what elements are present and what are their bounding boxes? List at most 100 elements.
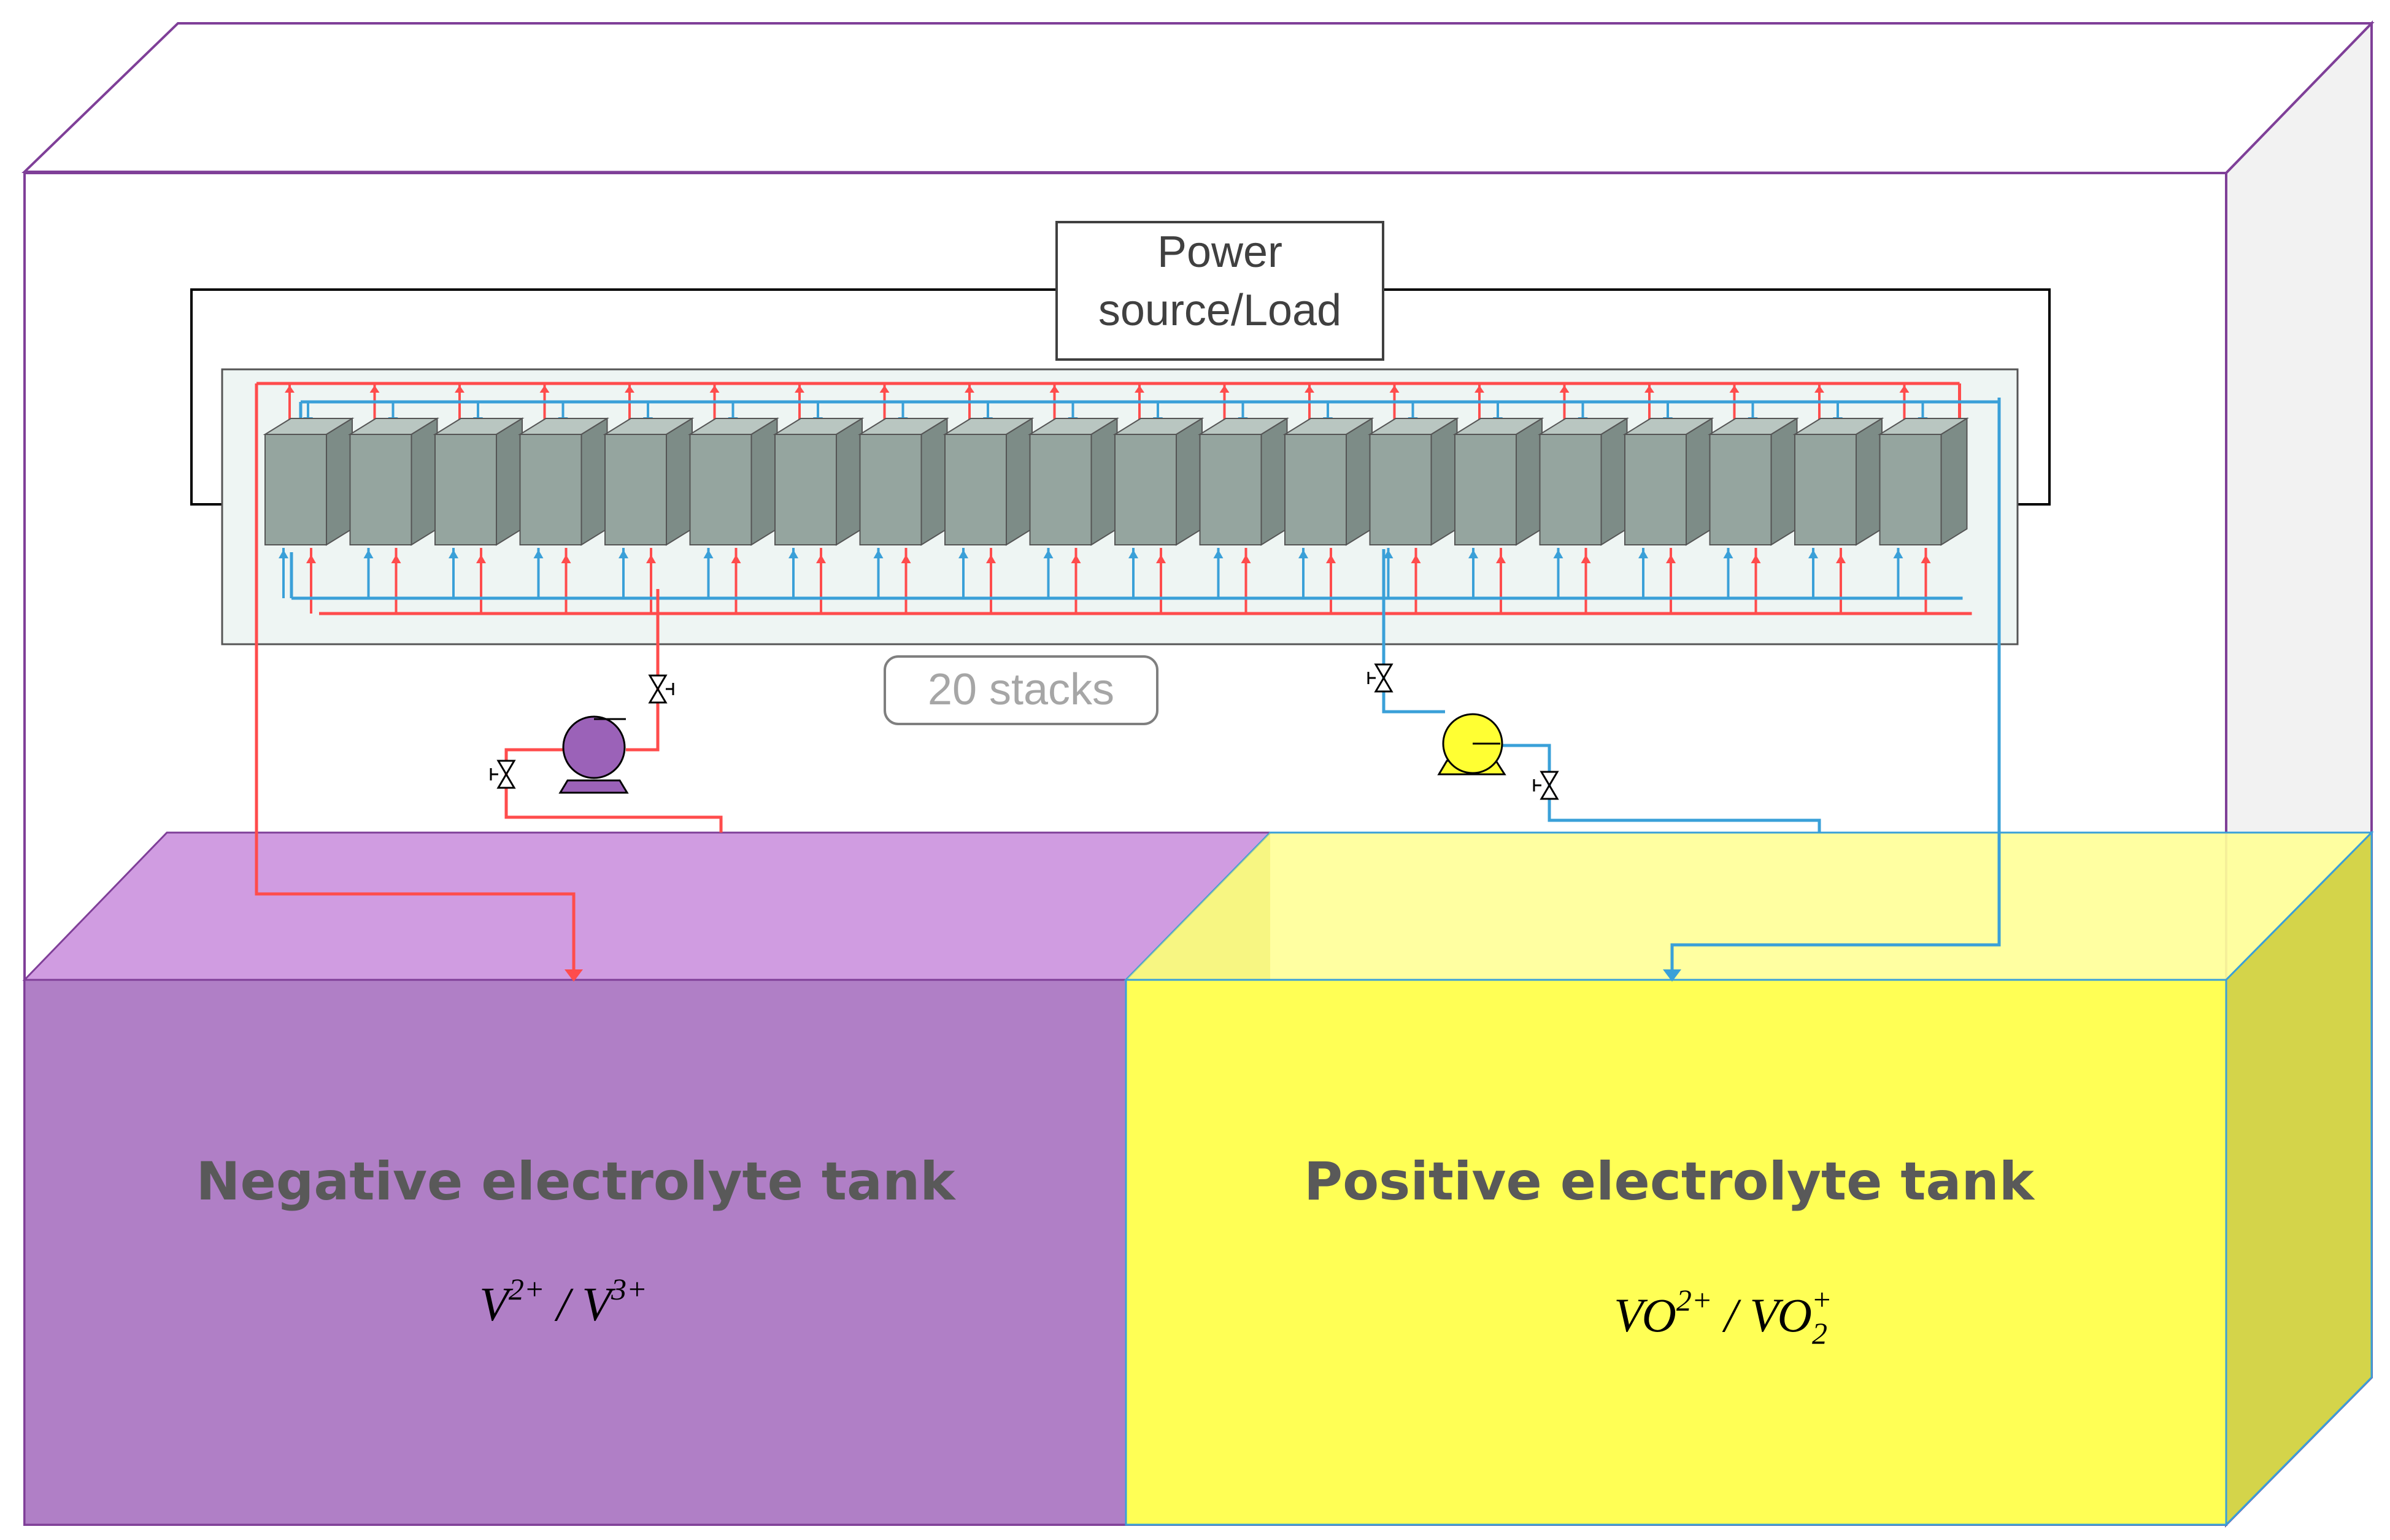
stack-side-face bbox=[836, 417, 863, 546]
stack-side-face bbox=[1600, 417, 1628, 546]
pos-return-arrow bbox=[1663, 969, 1681, 982]
red-flow-arrow bbox=[879, 385, 890, 393]
red-flow-arrow bbox=[1729, 385, 1740, 393]
negative-tank-title: Negative electrolyte tank bbox=[196, 1151, 956, 1212]
stack-cell bbox=[687, 417, 780, 546]
neg-return-arrow bbox=[565, 969, 583, 982]
stack-side-face bbox=[496, 417, 523, 546]
red-flow-arrow bbox=[1581, 555, 1591, 563]
red-flow-arrow bbox=[1135, 385, 1144, 393]
blue-flow-arrow bbox=[1808, 550, 1818, 558]
stack-front-face bbox=[859, 434, 922, 545]
stack-front-face bbox=[689, 434, 752, 545]
stack-cell bbox=[773, 417, 865, 546]
stack-side-face bbox=[326, 417, 353, 546]
stack-cell bbox=[1367, 417, 1460, 546]
valve-icon bbox=[1367, 663, 1394, 693]
stack-side-face bbox=[1770, 417, 1798, 546]
blue-flow-arrow bbox=[449, 550, 458, 558]
valve-icon bbox=[490, 760, 516, 789]
stack-cell bbox=[1112, 417, 1205, 546]
red-flow-arrow bbox=[1305, 385, 1314, 393]
positive-loop bbox=[1382, 398, 2001, 972]
red-flow-arrow bbox=[391, 555, 401, 563]
stack-cell bbox=[263, 417, 355, 546]
stack-cell bbox=[1282, 417, 1374, 546]
positive-tank-formula: VO2+ / VO2+ bbox=[1614, 1282, 1832, 1350]
red-flow-arrow bbox=[731, 555, 741, 563]
red-flow-arrow bbox=[1559, 385, 1570, 393]
stack-cell bbox=[1197, 417, 1290, 546]
stack-front-face bbox=[1029, 434, 1092, 545]
red-flow-arrow bbox=[476, 555, 486, 563]
red-flow-arrow bbox=[965, 385, 974, 393]
red-flow-arrow bbox=[1219, 385, 1230, 393]
red-flow-arrow bbox=[901, 555, 911, 563]
stack-cell bbox=[1537, 417, 1630, 546]
blue-flow-arrow bbox=[533, 550, 544, 558]
stack-cell bbox=[517, 417, 610, 546]
stack-front-face bbox=[1114, 434, 1177, 545]
red-flow-arrow bbox=[1326, 555, 1336, 563]
stack-front-face bbox=[1199, 434, 1262, 545]
stack-side-face bbox=[1940, 417, 1968, 546]
blue-flow-arrow bbox=[1893, 550, 1903, 558]
stack-cell bbox=[1877, 417, 1970, 546]
stack-cell bbox=[603, 417, 695, 546]
stack-front-face bbox=[1794, 434, 1857, 545]
stack-side-face bbox=[750, 417, 778, 546]
stack-front-face bbox=[1369, 434, 1432, 545]
red-flow-arrow bbox=[369, 385, 380, 393]
stack-front-face bbox=[1709, 434, 1772, 545]
stack-cell bbox=[1707, 417, 1800, 546]
red-flow-arrow bbox=[1156, 555, 1166, 563]
stack-side-face bbox=[1430, 417, 1458, 546]
red-flow-arrow bbox=[646, 555, 656, 563]
red-flow-arrow bbox=[561, 555, 571, 563]
power-box-frame bbox=[1055, 221, 1384, 361]
power-label-line2: source/Load bbox=[1098, 286, 1341, 335]
blue-flow-arrow bbox=[619, 550, 628, 558]
red-flow-arrow bbox=[1899, 385, 1910, 393]
blue-flow-arrow bbox=[1468, 550, 1478, 558]
red-flow-arrow bbox=[1411, 555, 1421, 563]
stack-front-face bbox=[944, 434, 1007, 545]
stacks-label-group: 20 stacks bbox=[884, 655, 1158, 725]
positive-tank bbox=[1124, 830, 2374, 1527]
stack-cell bbox=[1622, 417, 1714, 546]
stack-row bbox=[263, 417, 1970, 546]
red-flow-arrow bbox=[1921, 555, 1931, 563]
stack-front-face bbox=[434, 434, 497, 545]
red-flow-arrow bbox=[1049, 385, 1060, 393]
neg-return-line bbox=[255, 383, 576, 972]
negative-tank-formula: V2+ / V3+ bbox=[479, 1272, 647, 1331]
blue-flow-arrow bbox=[1383, 550, 1394, 558]
stack-side-face bbox=[1006, 417, 1033, 546]
red-flow-arrow bbox=[539, 385, 550, 393]
negative-pump bbox=[558, 715, 629, 794]
blue-flow-arrow bbox=[279, 550, 288, 558]
red-flow-arrow bbox=[1644, 385, 1654, 393]
red-flow-arrow bbox=[625, 385, 634, 393]
wire-right bbox=[1383, 288, 2051, 506]
red-flow-arrow bbox=[306, 555, 316, 563]
pos-pump-to-tank-line bbox=[1500, 744, 1821, 833]
neg-tank-to-pump-line bbox=[504, 748, 723, 833]
stack-cell bbox=[1452, 417, 1544, 546]
stack-side-face bbox=[411, 417, 438, 546]
blue-flow-arrow bbox=[1213, 550, 1224, 558]
blue-flow-arrow bbox=[1638, 550, 1648, 558]
red-flow-arrow bbox=[1666, 555, 1676, 563]
positive-tank-side bbox=[2225, 830, 2373, 1527]
valve-icon bbox=[1533, 771, 1559, 800]
stack-side-face bbox=[920, 417, 948, 546]
neg-pump-body bbox=[562, 715, 626, 779]
stack-front-face bbox=[774, 434, 837, 545]
stack-front-face bbox=[1879, 434, 1942, 545]
stack-cell bbox=[347, 417, 440, 546]
stack-cell bbox=[857, 417, 950, 546]
stack-front-face bbox=[519, 434, 582, 545]
stack-cell bbox=[1792, 417, 1884, 546]
blue-flow-arrow bbox=[363, 550, 374, 558]
red-flow-arrow bbox=[709, 385, 720, 393]
